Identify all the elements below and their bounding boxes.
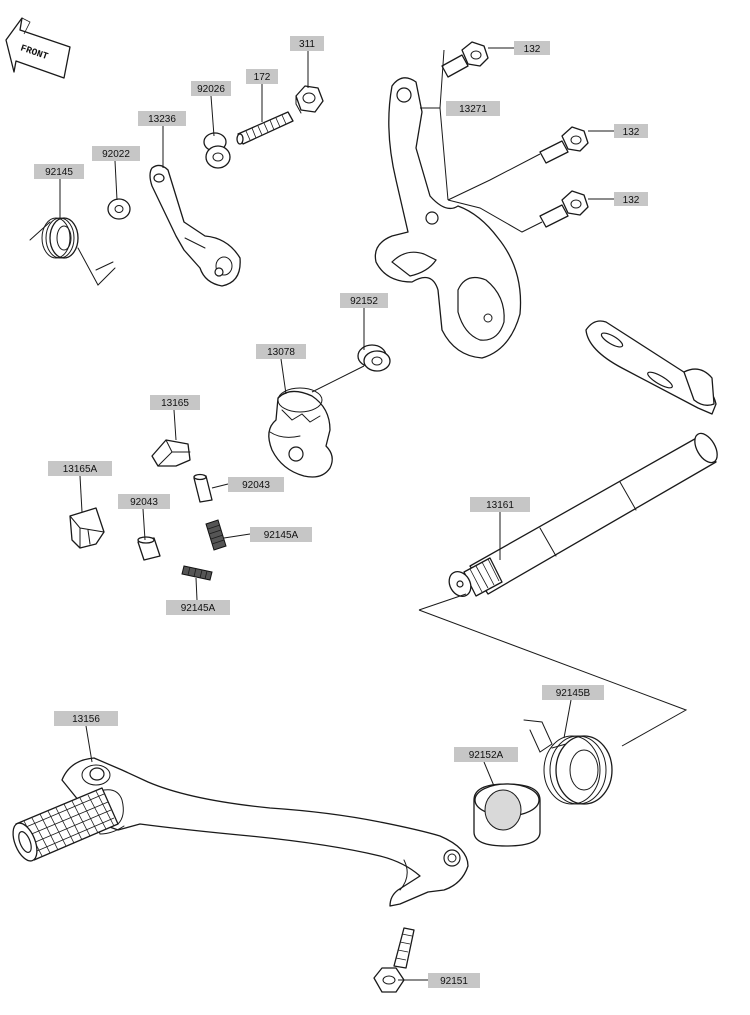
part-label-13236[interactable]: 13236: [138, 111, 186, 126]
part-label-13161[interactable]: 13161: [470, 497, 530, 512]
svg-text:172: 172: [254, 72, 271, 83]
svg-text:13271: 13271: [459, 104, 487, 115]
part-label-132-c[interactable]: 132: [614, 192, 648, 206]
part-label-13165A[interactable]: 13165A: [48, 461, 112, 476]
part-label-92145A-a[interactable]: 92145A: [250, 527, 312, 542]
bolt-132-b: [539, 126, 589, 164]
svg-text:92152: 92152: [350, 296, 378, 307]
collar-92152A: [473, 783, 541, 847]
nut-311: [295, 85, 324, 114]
part-label-132-a[interactable]: 132: [514, 41, 550, 55]
pawl-13165A: [69, 507, 105, 549]
part-labels: 311 172 92026 13236 92022 92145 132 132: [34, 36, 648, 988]
pawl-13165: [151, 439, 191, 467]
washer-92152: [357, 344, 391, 372]
washer-92022: [107, 198, 131, 220]
bolt-132-a: [441, 41, 489, 78]
cam-13078: [268, 387, 333, 478]
svg-text:132: 132: [623, 195, 640, 206]
pin-92043-a: [193, 473, 213, 503]
spring-92145: [29, 217, 116, 286]
svg-text:132: 132: [623, 127, 640, 138]
part-label-92043-a[interactable]: 92043: [228, 477, 284, 492]
svg-text:92152A: 92152A: [469, 750, 504, 761]
svg-text:92145B: 92145B: [556, 688, 591, 699]
lever-13236: [149, 164, 241, 287]
part-label-13078[interactable]: 13078: [256, 344, 306, 359]
bolt-92151: [373, 927, 415, 993]
part-label-92026[interactable]: 92026: [191, 81, 231, 96]
svg-text:13078: 13078: [267, 347, 295, 358]
svg-text:13161: 13161: [486, 500, 514, 511]
bolt-132-c: [539, 190, 589, 228]
part-label-92145B[interactable]: 92145B: [542, 685, 604, 700]
part-label-172[interactable]: 172: [246, 69, 278, 84]
part-label-13271[interactable]: 13271: [446, 101, 500, 116]
part-label-92145[interactable]: 92145: [34, 164, 84, 179]
spring-92145A-a: [205, 519, 227, 551]
part-label-13156[interactable]: 13156: [54, 711, 118, 726]
part-label-13165[interactable]: 13165: [150, 395, 200, 410]
spring-92145A-b: [181, 565, 213, 581]
svg-text:132: 132: [524, 44, 541, 55]
spring-92145B: [523, 719, 613, 805]
part-label-92151[interactable]: 92151: [428, 973, 480, 988]
part-label-92152A[interactable]: 92152A: [454, 747, 518, 762]
svg-text:92145A: 92145A: [181, 603, 216, 614]
svg-text:92043: 92043: [242, 480, 270, 491]
svg-text:311: 311: [299, 39, 315, 50]
leader-lines: [59, 47, 688, 981]
guide-plate-13271: [374, 77, 522, 359]
svg-text:13165: 13165: [161, 398, 189, 409]
svg-text:13165A: 13165A: [63, 464, 98, 475]
svg-text:92026: 92026: [197, 84, 225, 95]
part-label-92145A-b[interactable]: 92145A: [166, 600, 230, 615]
svg-text:13236: 13236: [148, 114, 176, 125]
part-label-132-b[interactable]: 132: [614, 124, 648, 138]
pedal-13156: [12, 757, 469, 907]
svg-text:13156: 13156: [72, 714, 100, 725]
collar-92026: [203, 132, 231, 169]
part-label-311[interactable]: 311: [290, 36, 324, 51]
pin-92043-b: [137, 536, 161, 561]
svg-text:92022: 92022: [102, 149, 130, 160]
shaft-13161: [448, 320, 718, 597]
svg-text:92151: 92151: [440, 976, 468, 987]
front-arrow-icon: FRONT: [5, 17, 71, 79]
svg-text:92145A: 92145A: [264, 530, 299, 541]
part-label-92152[interactable]: 92152: [340, 293, 388, 308]
part-label-92043-b[interactable]: 92043: [118, 494, 170, 509]
svg-text:92145: 92145: [45, 167, 73, 178]
part-label-92022[interactable]: 92022: [92, 146, 140, 161]
stud-172: [236, 111, 294, 145]
svg-text:92043: 92043: [130, 497, 158, 508]
